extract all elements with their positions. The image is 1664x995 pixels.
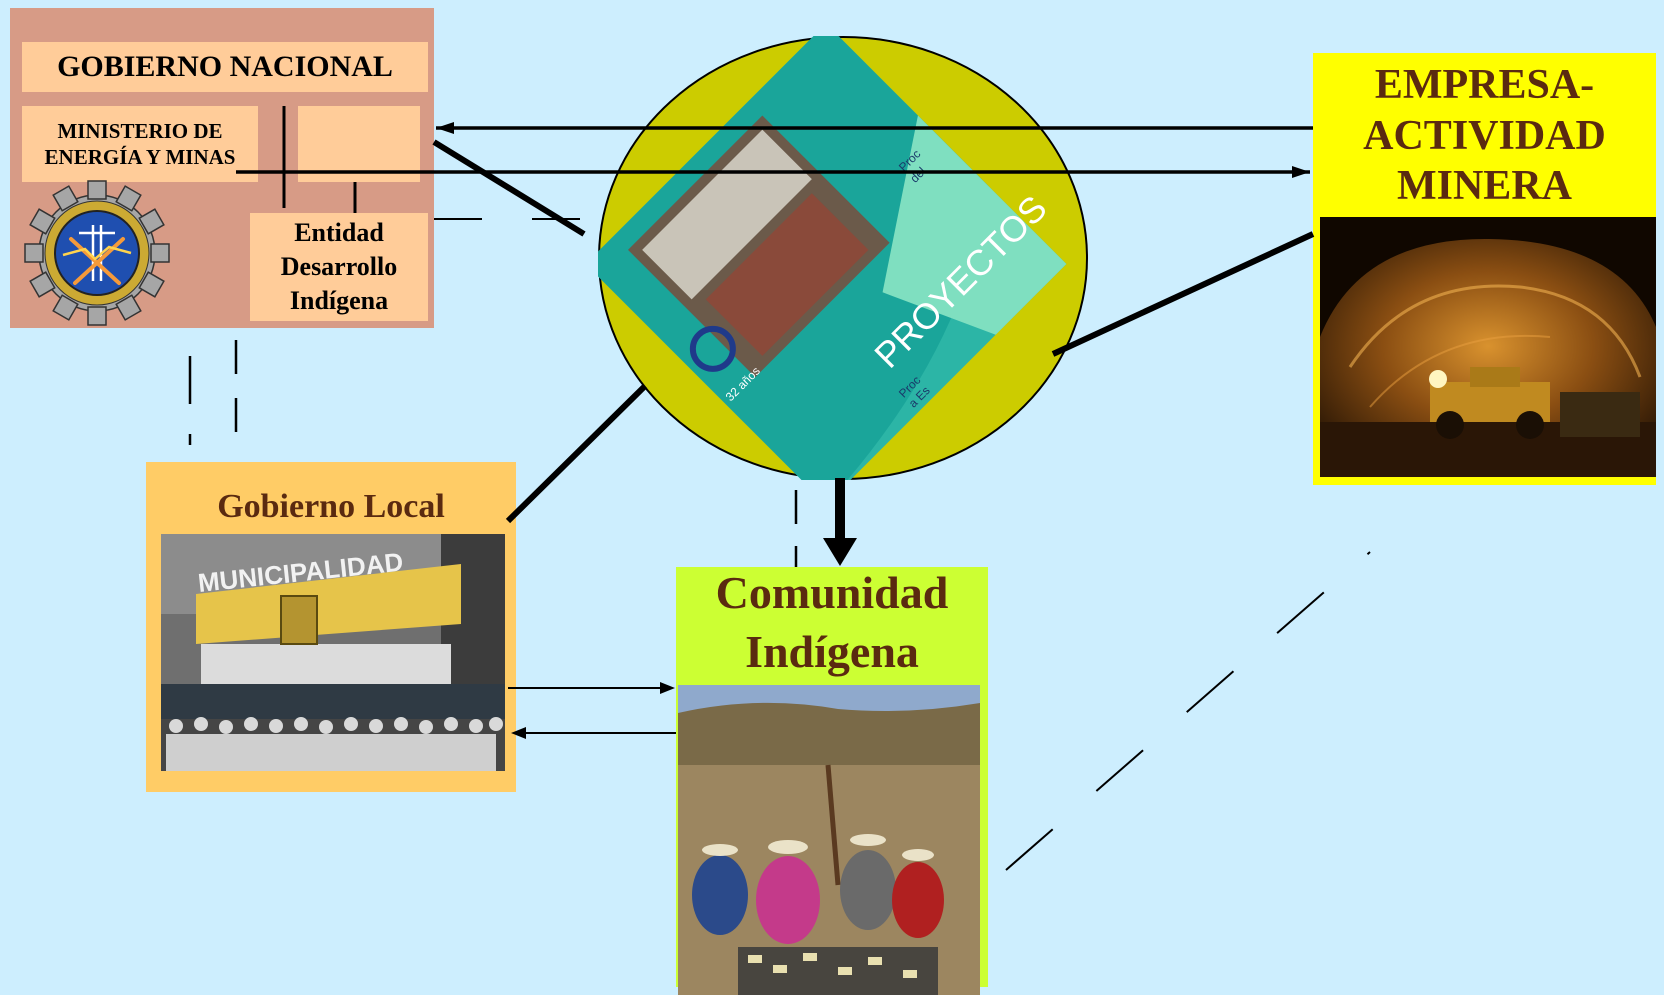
blank-box: [298, 106, 420, 182]
empresa-line-3: MINERA: [1396, 163, 1572, 210]
link-empresa-circle: [1051, 231, 1315, 357]
dashed-link-comunidad-empresa: [1005, 551, 1371, 871]
empresa-line-2: ACTIVIDAD: [1363, 112, 1606, 159]
entidad-line-2: Desarrollo: [280, 251, 398, 281]
ministerio-line-2: ENERGÍA Y MINAS: [44, 145, 236, 169]
comunidad-title: Comunidad Indígena: [676, 567, 988, 679]
comunidad-photo: [678, 685, 980, 995]
gobierno-local-panel: Gobierno Local MUNICIPALIDAD: [146, 462, 516, 792]
gobierno-nacional-title: GOBIERNO NACIONAL: [22, 42, 428, 92]
gobierno-nacional-panel: GOBIERNO NACIONAL MINISTERIO DE ENERGÍA …: [10, 8, 434, 328]
entidad-line-3: Indígena: [289, 286, 389, 316]
ministerio-gear-logo-icon: [24, 180, 170, 326]
link-gobierno-circle: [432, 139, 586, 237]
ministerio-line-1: MINISTERIO DE: [57, 118, 223, 143]
empresa-title: EMPRESA- ACTIVIDAD MINERA: [1313, 61, 1656, 211]
people-seated: [692, 834, 944, 944]
gobierno-local-title: Gobierno Local: [217, 488, 445, 525]
comunidad-line-1: Comunidad: [715, 567, 949, 619]
ministerio-box: MINISTERIO DE ENERGÍA Y MINAS: [22, 106, 258, 182]
entidad-line-1: Entidad: [294, 217, 384, 247]
empresa-line-1: EMPRESA-: [1374, 62, 1595, 109]
entidad-desarrollo-indigena-box: Entidad Desarrollo Indígena: [250, 213, 428, 321]
central-proyectos-circle: PROYECTOS 32 años Proc del Proc a Es: [598, 36, 1088, 480]
comunidad-indigena-panel: Comunidad Indígena: [676, 567, 988, 995]
arrow-circle-to-comunidad-head: [823, 538, 857, 566]
comunidad-line-2: Indígena: [745, 626, 919, 677]
municipalidad-photo: MUNICIPALIDAD: [161, 534, 505, 771]
mine-tunnel-photo: [1320, 217, 1656, 477]
crowd-of-people: [161, 717, 505, 771]
empresa-actividad-minera-panel: EMPRESA- ACTIVIDAD MINERA: [1313, 53, 1656, 485]
mining-truck-icon: [1429, 367, 1550, 439]
